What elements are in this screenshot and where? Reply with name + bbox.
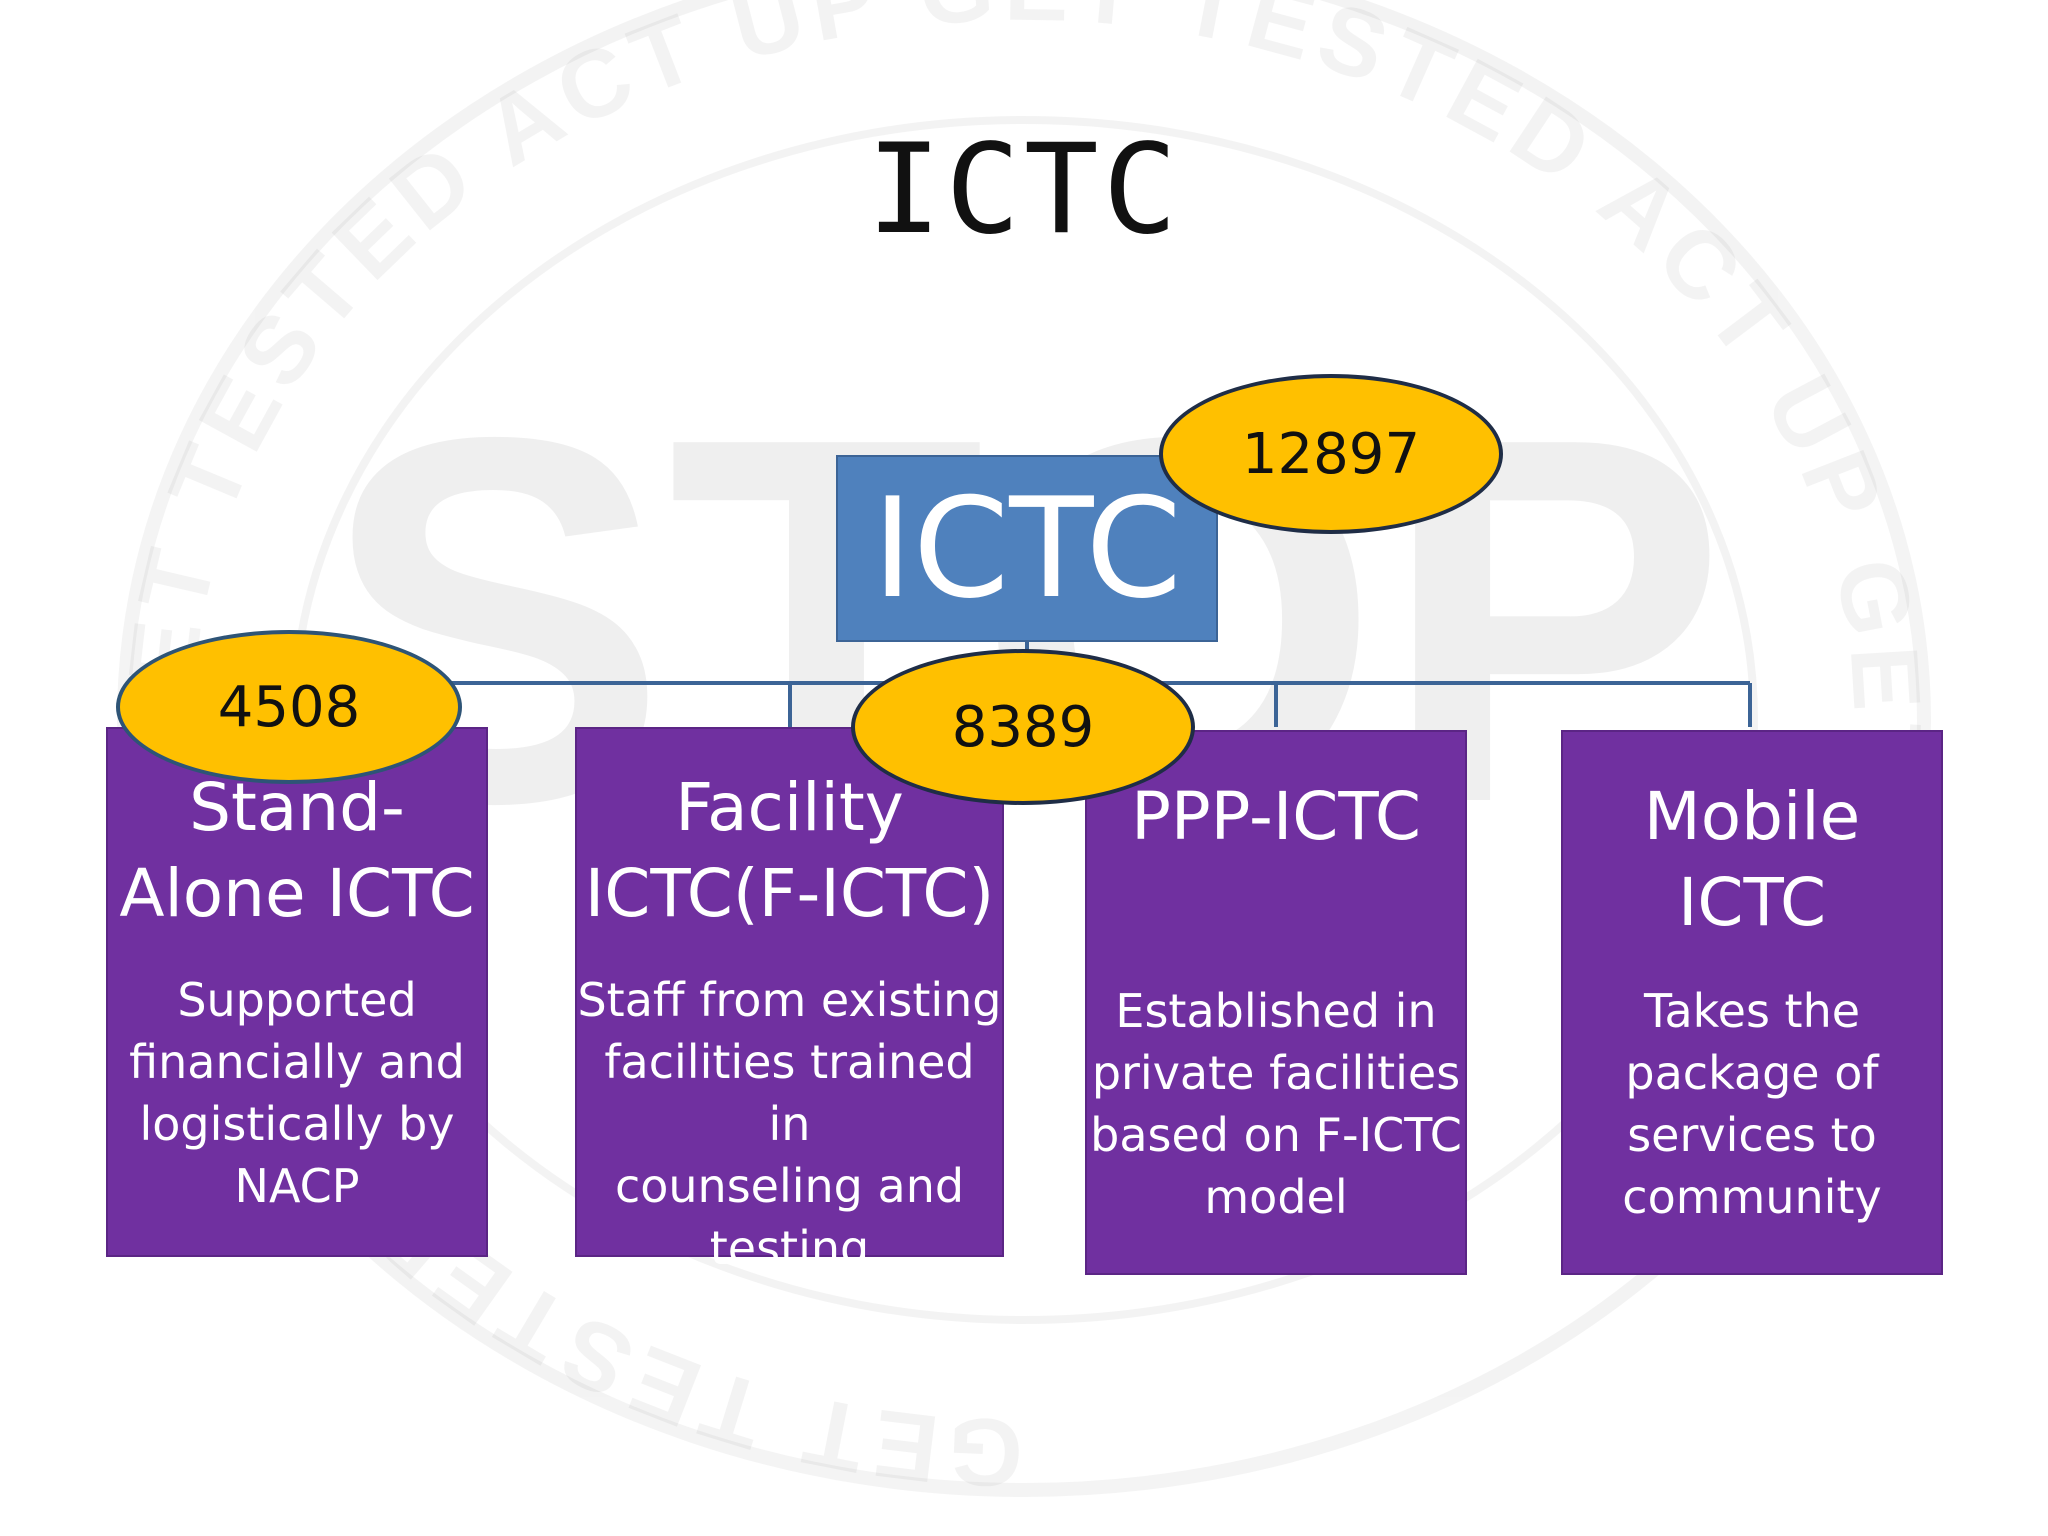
- child-node-ppp-ictc: PPP-ICTC Established in private faciliti…: [1085, 730, 1467, 1275]
- root-node-ictc: ICTC: [836, 455, 1218, 642]
- child-node-description: Supported financially and logistically b…: [129, 973, 465, 1213]
- child-node-mobile-ictc: Mobile ICTC Takes the package of service…: [1561, 730, 1943, 1275]
- root-node-label: ICTC: [872, 468, 1182, 629]
- child-node-description: Established in private facilities based …: [1090, 984, 1462, 1224]
- child-node-description: Takes the package of services to communi…: [1622, 984, 1882, 1224]
- child-node-stand-alone-ictc: Stand- Alone ICTC Supported financially …: [106, 727, 488, 1257]
- child-node-title: Facility ICTC(F-ICTC): [584, 769, 995, 932]
- child-node-description: Staff from existing facilities trained i…: [577, 973, 1002, 1275]
- child-node-title: Mobile ICTC: [1643, 778, 1861, 941]
- slide-title: ICTC: [866, 118, 1182, 262]
- root-count-badge: 12897: [1159, 374, 1503, 534]
- child-node-title: Stand- Alone ICTC: [119, 769, 475, 932]
- stand-alone-count-value: 4508: [217, 674, 361, 740]
- facility-count-badge: 8389: [851, 649, 1195, 805]
- stand-alone-count-badge: 4508: [116, 630, 462, 784]
- child-node-facility-ictc: Facility ICTC(F-ICTC) Staff from existin…: [575, 727, 1004, 1275]
- root-count-value: 12897: [1241, 421, 1421, 487]
- child-node-title: PPP-ICTC: [1131, 778, 1421, 855]
- facility-count-value: 8389: [951, 694, 1095, 760]
